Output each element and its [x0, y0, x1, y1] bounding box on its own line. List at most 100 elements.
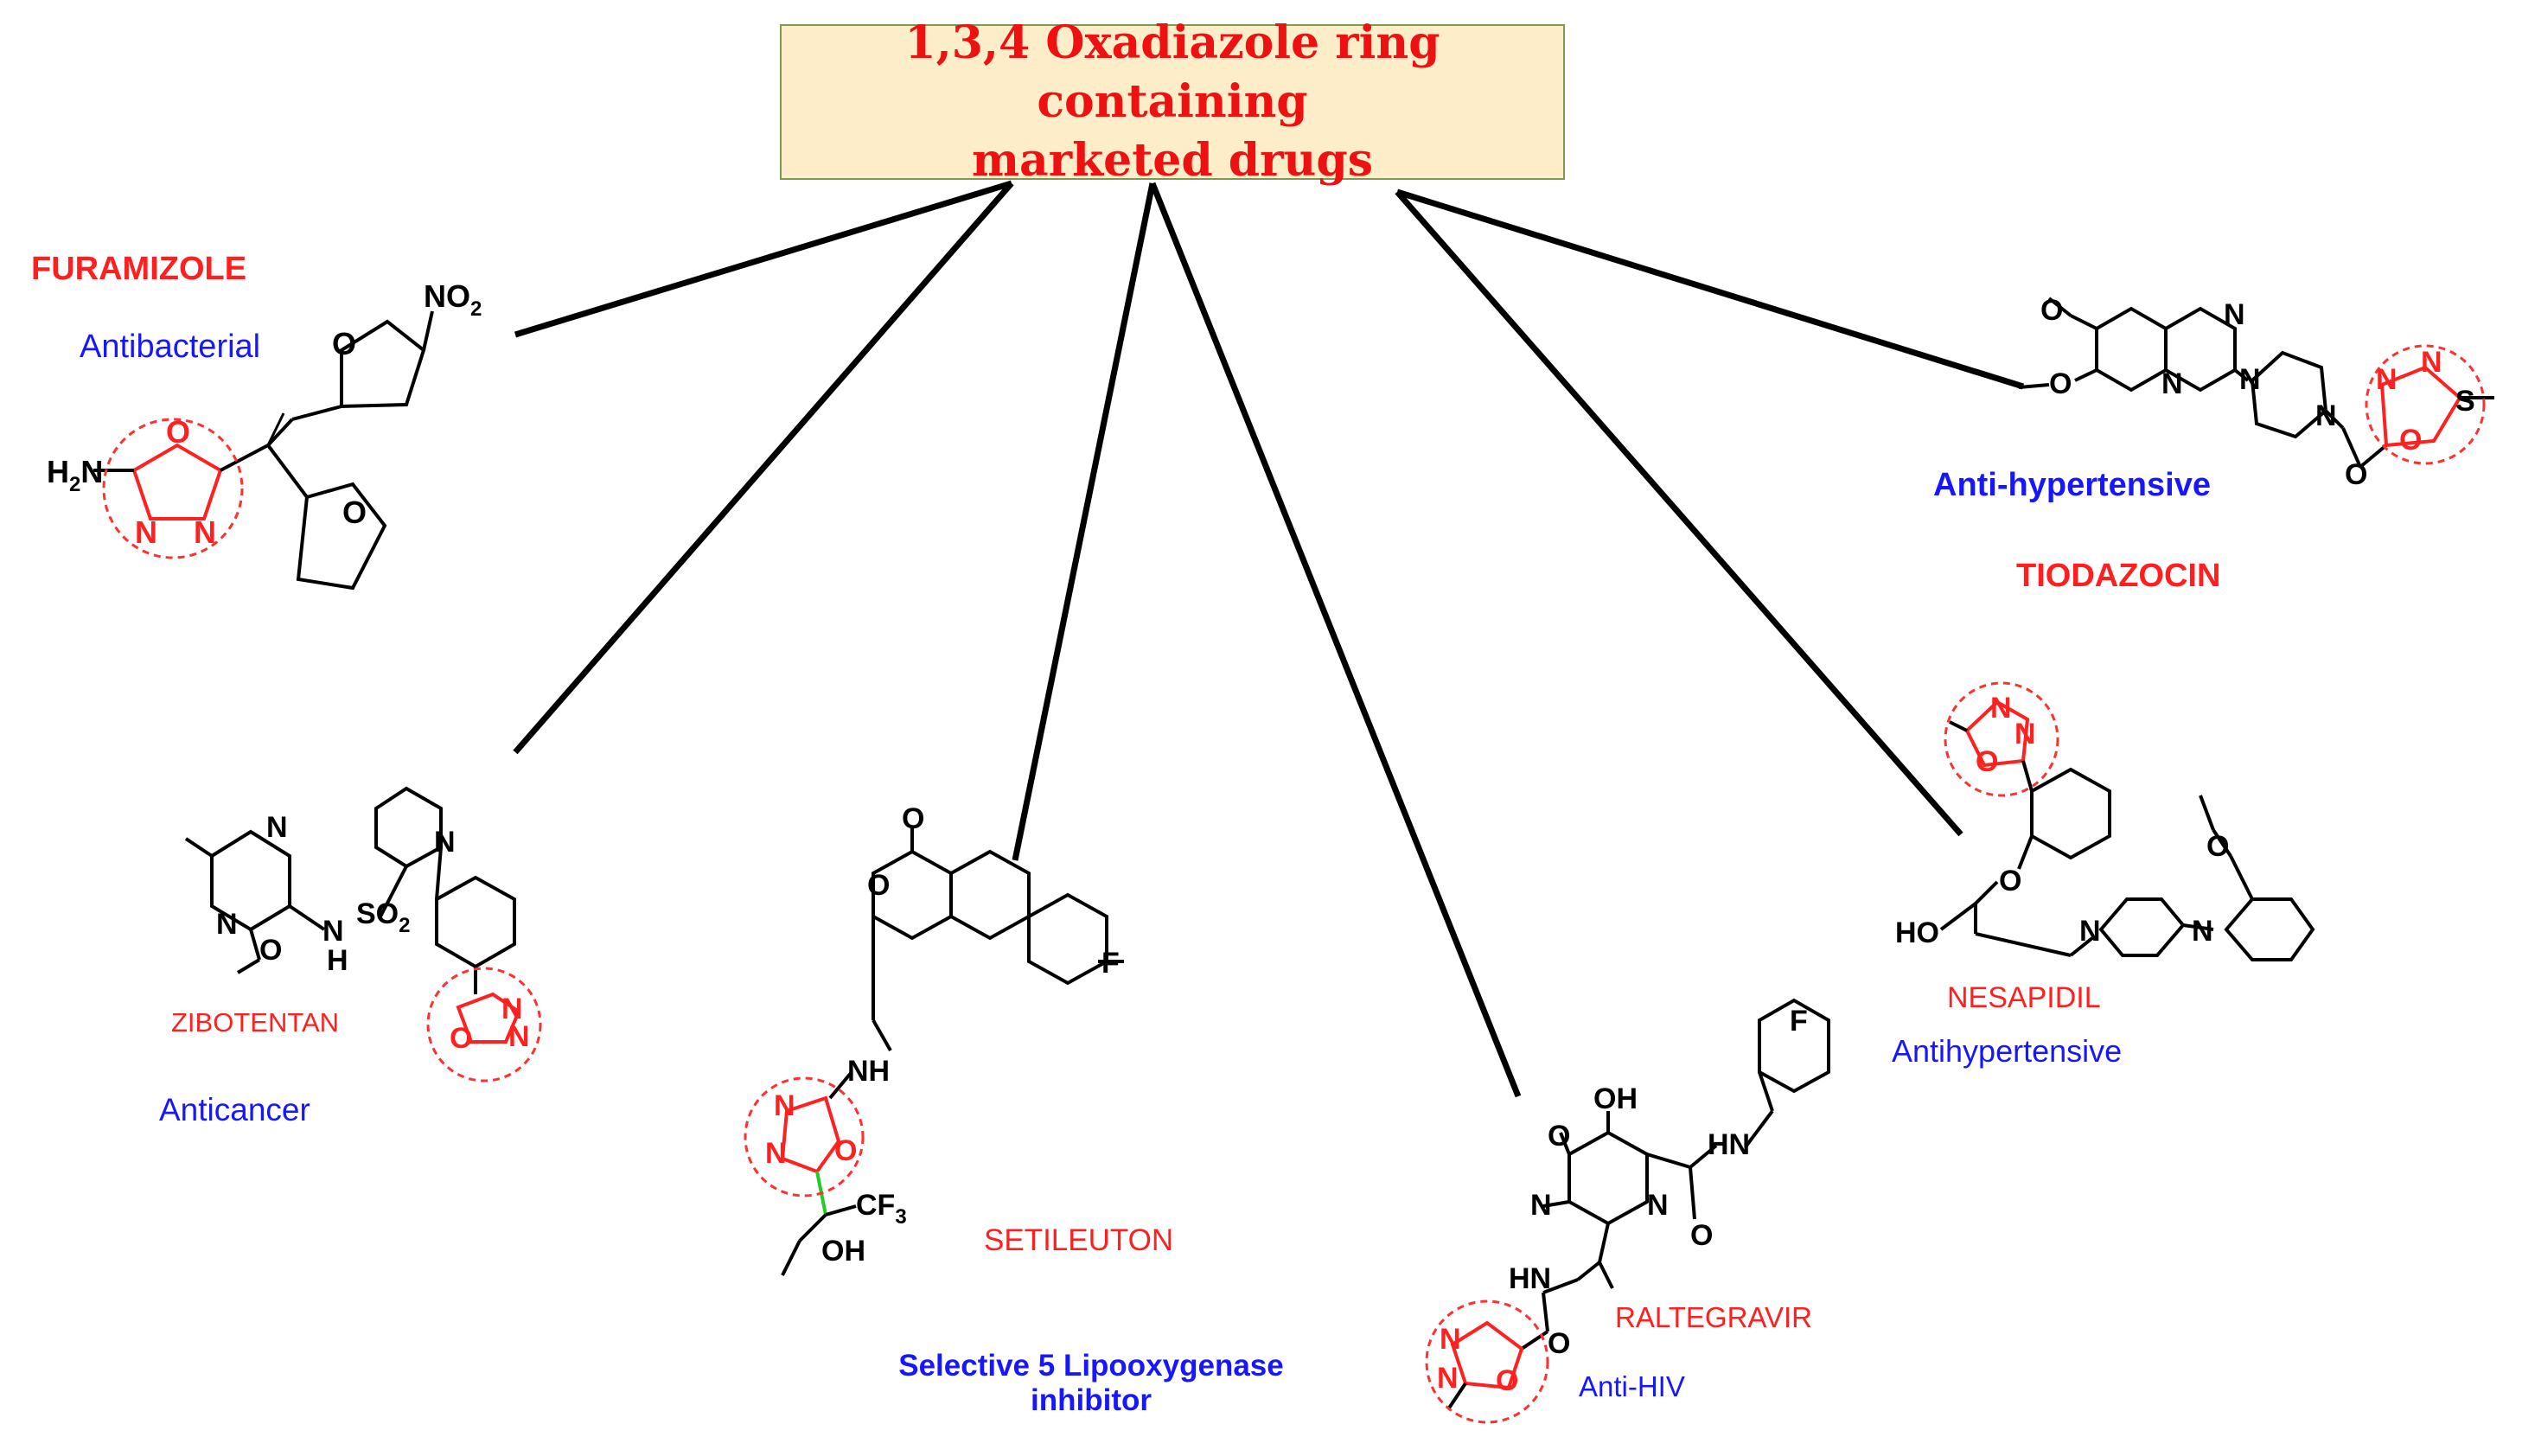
oxadiazole-highlight-circle — [102, 418, 244, 559]
atom-label: 2 — [69, 473, 80, 496]
oxadiazole-highlight-circle — [744, 1076, 865, 1197]
svg-text:CF3: CF3 — [856, 1189, 907, 1229]
atom-label: N — [2079, 915, 2101, 948]
atom-label: N — [194, 514, 216, 550]
atom-label: N — [774, 1089, 795, 1122]
atom-label: H — [327, 944, 348, 977]
activity-setileuton-line-2: inhibitor — [1031, 1383, 1152, 1417]
atom-label: N — [765, 1137, 787, 1170]
atom-label: S — [2455, 385, 2475, 418]
atom-label: O — [2049, 367, 2072, 400]
atom-label: O — [2345, 458, 2367, 491]
raltegravir-atom-labels: OH O N N O HN F HN O N N O — [1437, 1005, 1808, 1397]
atom-label: N — [266, 811, 288, 844]
atom-label: N — [2014, 718, 2036, 750]
oxadiazole-highlight-circle — [426, 967, 542, 1082]
atom-label: N — [216, 908, 238, 941]
atom-label: O — [1548, 1120, 1570, 1153]
title-box: 1,3,4 Oxadiazole ring containing markete… — [780, 16, 1565, 187]
zibotentan-atom-labels: N N N H O SO2 N N O N — [216, 811, 530, 1055]
furamizole-atom-labels: NO2 H2N O N N O O — [47, 278, 482, 550]
atom-label: O — [166, 414, 190, 450]
zibotentan-structure — [184, 786, 521, 1044]
atom-label: N — [2421, 346, 2442, 379]
atom-label: N — [1440, 1323, 1461, 1356]
title-line-1: 1,3,4 Oxadiazole ring containing — [904, 16, 1440, 128]
furamizole-structure — [93, 310, 434, 591]
activity-setileuton-line-1: Selective 5 Lipooxygenase — [898, 1349, 1284, 1383]
atom-label: NO — [424, 278, 470, 314]
setileuton-structure — [780, 826, 1124, 1276]
svg-text:NO2: NO2 — [424, 278, 482, 321]
svg-text:H2N: H2N — [47, 454, 103, 496]
atom-label: N — [2315, 399, 2337, 432]
atom-label: O — [902, 802, 924, 835]
atom-label: N — [508, 1020, 530, 1053]
connector-raltegravir — [1149, 182, 1522, 1098]
atom-label: O — [834, 1134, 857, 1167]
atom-label: O — [1976, 745, 1998, 778]
raltegravir-structure — [1446, 998, 1830, 1411]
activity-furamizole: Antibacterial — [80, 329, 261, 365]
atom-label: N — [2224, 298, 2245, 331]
atom-label: N — [2161, 367, 2183, 400]
atom-label: N — [1647, 1189, 1669, 1222]
atom-label: SO — [356, 897, 399, 930]
drug-name-zibotentan: ZIBOTENTAN — [171, 1007, 340, 1038]
atom-label: 2 — [470, 297, 482, 321]
atom-label: OH — [1593, 1082, 1638, 1115]
drug-name-furamizole: FURAMIZOLE — [31, 251, 247, 287]
connector-furamizole — [514, 180, 1013, 338]
nesapidil-atom-labels: N N O O HO N N O — [1895, 692, 2229, 949]
oxadiazole-highlight-circle — [2365, 344, 2486, 465]
atom-label: 2 — [399, 914, 410, 937]
atom-label: N — [2192, 915, 2213, 948]
atom-label: N — [434, 826, 456, 859]
atom-label: F — [1101, 947, 1120, 980]
activity-setileuton: Selective 5 Lipooxygenase inhibitor — [884, 1349, 1299, 1418]
atom-label: N — [322, 915, 344, 948]
drug-name-tiodazocin: TIODAZOCIN — [2016, 558, 2221, 594]
connector-lines — [513, 180, 2025, 1098]
atom-label: NH — [847, 1055, 890, 1088]
atom-label: O — [2206, 830, 2229, 863]
atom-label: HO — [1895, 916, 1939, 949]
tiodazocin-atom-labels: O O N N N N O N N O S — [2040, 294, 2475, 491]
atom-label: O — [1999, 865, 2021, 897]
atom-label: O — [867, 869, 890, 902]
connector-tiodazocin — [1395, 188, 2025, 390]
activity-zibotentan: Anticancer — [159, 1092, 310, 1127]
atom-label: OH — [821, 1235, 865, 1268]
atom-label: O — [332, 326, 356, 361]
oxadiazole-highlight-circle — [1425, 1300, 1549, 1424]
atom-label: N — [80, 454, 103, 489]
atom-label: HN — [1509, 1262, 1551, 1295]
atom-label: O — [1690, 1219, 1713, 1252]
drug-name-setileuton: SETILEUTON — [984, 1223, 1174, 1257]
activity-tiodazocin: Anti-hypertensive — [1933, 467, 2211, 503]
oxadiazole-highlight-circle — [1944, 681, 2059, 797]
nesapidil-structure — [1939, 699, 2315, 961]
atom-label: H — [47, 454, 69, 489]
atom-label: F — [1790, 1005, 1808, 1038]
atom-label: O — [450, 1022, 472, 1055]
activity-nesapidil: Antihypertensive — [1892, 1033, 2123, 1069]
drug-name-raltegravir: RALTEGRAVIR — [1615, 1301, 1812, 1333]
connector-setileuton — [1012, 182, 1156, 861]
svg-text:SO2: SO2 — [356, 897, 410, 937]
atom-label: CF — [856, 1189, 895, 1222]
title-line-2: marketed drugs — [972, 134, 1373, 187]
atom-label: N — [1990, 692, 2012, 725]
atom-label: O — [2399, 424, 2422, 457]
atom-label: N — [501, 993, 523, 1025]
tiodazocin-structure — [2018, 297, 2494, 469]
atom-label: HN — [1708, 1128, 1750, 1161]
atom-label: N — [2239, 363, 2261, 396]
setileuton-atom-labels: O O F NH N N O CF3 OH — [765, 802, 1120, 1268]
atom-label: N — [1437, 1362, 1459, 1395]
connector-nesapidil — [1395, 189, 1963, 837]
activity-raltegravir: Anti-HIV — [1579, 1370, 1685, 1402]
atom-label: O — [1548, 1327, 1570, 1360]
drug-name-nesapidil: NESAPIDIL — [1947, 981, 2101, 1014]
